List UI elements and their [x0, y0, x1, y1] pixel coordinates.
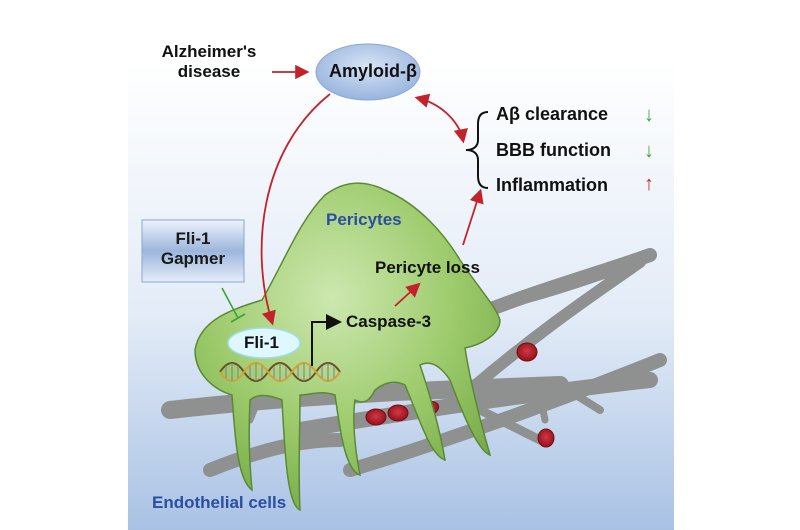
pericytes-label: Pericytes — [326, 210, 402, 229]
up-arrow-icon: ↑ — [644, 173, 654, 195]
gapmer-box — [141, 219, 245, 283]
outcome-brace — [465, 111, 489, 189]
outcome-inflammation-label: Inflammation — [496, 175, 609, 195]
outcome-bbb-function-label: BBB function — [496, 140, 611, 160]
down-arrow-icon: ↓ — [644, 104, 654, 126]
down-arrow-icon: ↓ — [644, 140, 654, 162]
alzheimers-label: Alzheimer's disease — [161, 42, 257, 81]
pericyte-cell — [194, 182, 501, 512]
amyloid-label: Amyloid-β — [329, 61, 417, 81]
dna-helix-icon — [219, 362, 341, 382]
amyloid-ellipse — [315, 43, 421, 101]
pericyte-loss-label: Pericyte loss — [375, 258, 480, 277]
gapmer-label: Fli-1 Gapmer — [160, 229, 226, 268]
caspase-label: Caspase-3 — [346, 312, 432, 331]
fli1-ellipse — [227, 327, 301, 359]
fli1-label: Fli-1 — [244, 333, 279, 352]
inhibition-line — [221, 287, 246, 323]
transcription-arrow — [311, 314, 342, 366]
red-arrows — [260, 64, 484, 326]
outcome-abeta-clearance-label: Aβ clearance — [496, 104, 609, 124]
endothelial-cells-label: Endothelial cells — [152, 493, 287, 512]
